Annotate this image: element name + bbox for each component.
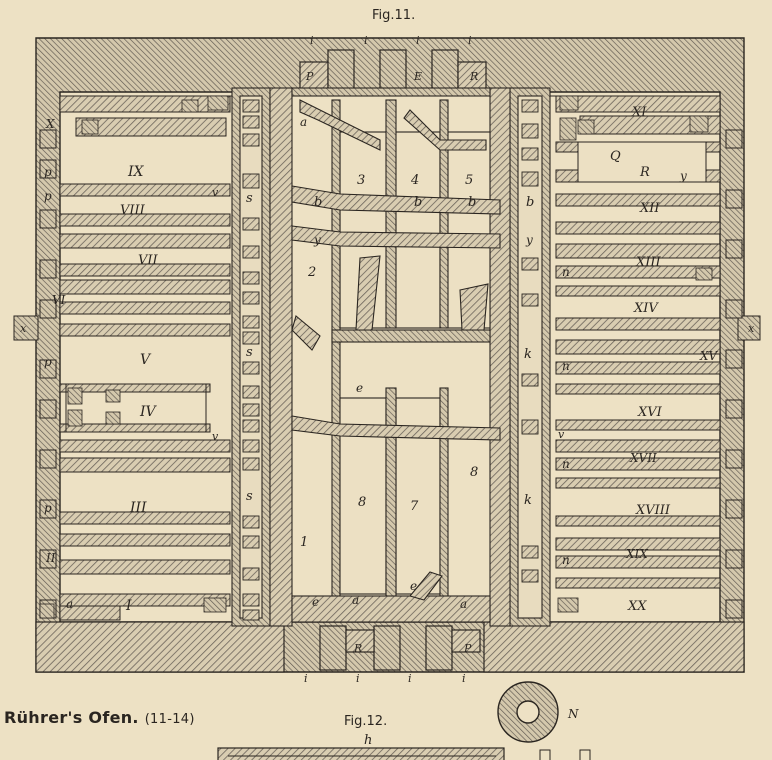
label-v-2: v (212, 430, 219, 443)
label-i-top-4: i (468, 34, 472, 47)
plate-caption: Rührer's Ofen. (11-14) (4, 708, 195, 727)
caption-text: Rührer's Ofen. (4, 708, 139, 727)
label-p-4: p (44, 501, 52, 515)
label-i-bottom-3: i (408, 672, 412, 685)
chamber-IX: IX (127, 164, 145, 180)
chamber-VI: VI (52, 293, 66, 307)
right-bands (555, 95, 721, 589)
side-chambers (59, 95, 721, 623)
fig12-drawing: h (217, 733, 591, 760)
central-7: 7 (410, 499, 419, 514)
label-E: E (413, 70, 422, 83)
chamber-XIV: XIV (633, 301, 659, 316)
letter-labels: i i i i i i i i s s s k k p p p p n n n … (20, 34, 755, 685)
caption-range: (11-14) (144, 712, 195, 727)
chamber-R: R (639, 165, 650, 180)
label-i-top-1: i (310, 34, 314, 47)
label-s-1: s (246, 191, 253, 206)
label-i-bottom-1: i (304, 672, 308, 685)
central-5: 5 (465, 173, 473, 188)
label-b-4: b (526, 195, 534, 210)
label-b-2: b (414, 195, 422, 210)
label-v-3: v (558, 428, 565, 441)
label-a-4: a (66, 597, 73, 611)
label-i-bottom-4: i (462, 672, 466, 685)
chamber-XVIII: XVIII (635, 503, 671, 518)
central-8b: 8 (470, 465, 478, 480)
central-3: 3 (357, 173, 365, 188)
chamber-XVI: XVI (637, 405, 663, 420)
label-n-3: n (562, 457, 570, 471)
label-v-1: v (212, 186, 219, 199)
chamber-X: X (45, 117, 55, 131)
label-n-4: n (562, 553, 570, 567)
left-bands (59, 95, 231, 621)
side-blocks (13, 129, 761, 619)
label-e-3: e (356, 381, 363, 395)
right-chamber-labels: XI Q R XII XIII XIV XV XVI XVII XVIII XI… (610, 105, 719, 614)
label-a-1: a (300, 115, 307, 129)
label-x-left: x (20, 322, 27, 335)
chamber-VIII: VIII (120, 203, 146, 218)
chamber-XI: XI (631, 105, 647, 120)
fig12-h-label: h (364, 733, 372, 748)
label-n-2: n (562, 359, 570, 373)
fig11-title: Fig.11. (372, 8, 416, 23)
chamber-IV: IV (139, 404, 158, 420)
label-i-top-2: i (364, 34, 368, 47)
label-a-3: a (460, 597, 467, 611)
label-y-2: y (525, 233, 533, 247)
label-a-2: a (352, 593, 359, 607)
ring-N: N (497, 681, 579, 743)
label-b-1: b (314, 195, 322, 210)
label-e-2: e (410, 579, 417, 593)
label-P-1: P (305, 70, 314, 83)
label-p-2: p (44, 189, 52, 203)
column-cells (242, 99, 539, 621)
label-k-1: k (524, 347, 532, 362)
central-1: 1 (300, 535, 308, 550)
label-i-bottom-2: i (356, 672, 360, 685)
central-number-labels: 3 4 5 2 1 8 7 8 (300, 173, 478, 550)
label-n-1: n (562, 265, 570, 279)
chamber-XX: XX (627, 599, 647, 614)
central-4: 4 (410, 173, 419, 188)
chamber-I: I (125, 598, 132, 614)
label-y-3: y (679, 169, 687, 183)
central-2: 2 (307, 265, 316, 280)
ring-N-label: N (567, 707, 579, 721)
chamber-III: III (129, 500, 147, 516)
label-p-3: p (44, 355, 52, 369)
fig12-title: Fig.12. (344, 714, 388, 729)
left-chamber-labels: X IX VIII VII VI V IV III II I (45, 117, 159, 614)
chamber-VII: VII (138, 253, 159, 268)
label-p-1: p (44, 165, 52, 179)
chamber-XIX: XIX (625, 547, 648, 561)
label-y-1: y (313, 233, 321, 247)
label-s-3: s (246, 489, 253, 504)
label-s-2: s (246, 345, 253, 360)
chamber-XII: XII (639, 201, 660, 216)
niche-squares (39, 95, 713, 619)
label-b-3: b (468, 195, 476, 210)
chamber-Q: Q (610, 149, 621, 164)
central-chambers (291, 87, 501, 623)
outer-wall (35, 37, 745, 673)
chamber-V: V (140, 352, 152, 368)
label-k-2: k (524, 493, 532, 508)
chamber-XV: XV (699, 349, 719, 363)
label-i-top-3: i (416, 34, 420, 47)
label-R-1: R (469, 70, 478, 83)
flue-towers (299, 49, 487, 671)
central-8a: 8 (358, 495, 366, 510)
chamber-XIII: XIII (635, 255, 662, 270)
label-R-2: R (353, 642, 362, 655)
label-x-right: x (748, 322, 755, 335)
chamber-XVII: XVII (629, 451, 657, 465)
label-e-1: e (312, 595, 319, 609)
chamber-II: II (45, 551, 56, 565)
label-P-2: P (463, 642, 472, 655)
